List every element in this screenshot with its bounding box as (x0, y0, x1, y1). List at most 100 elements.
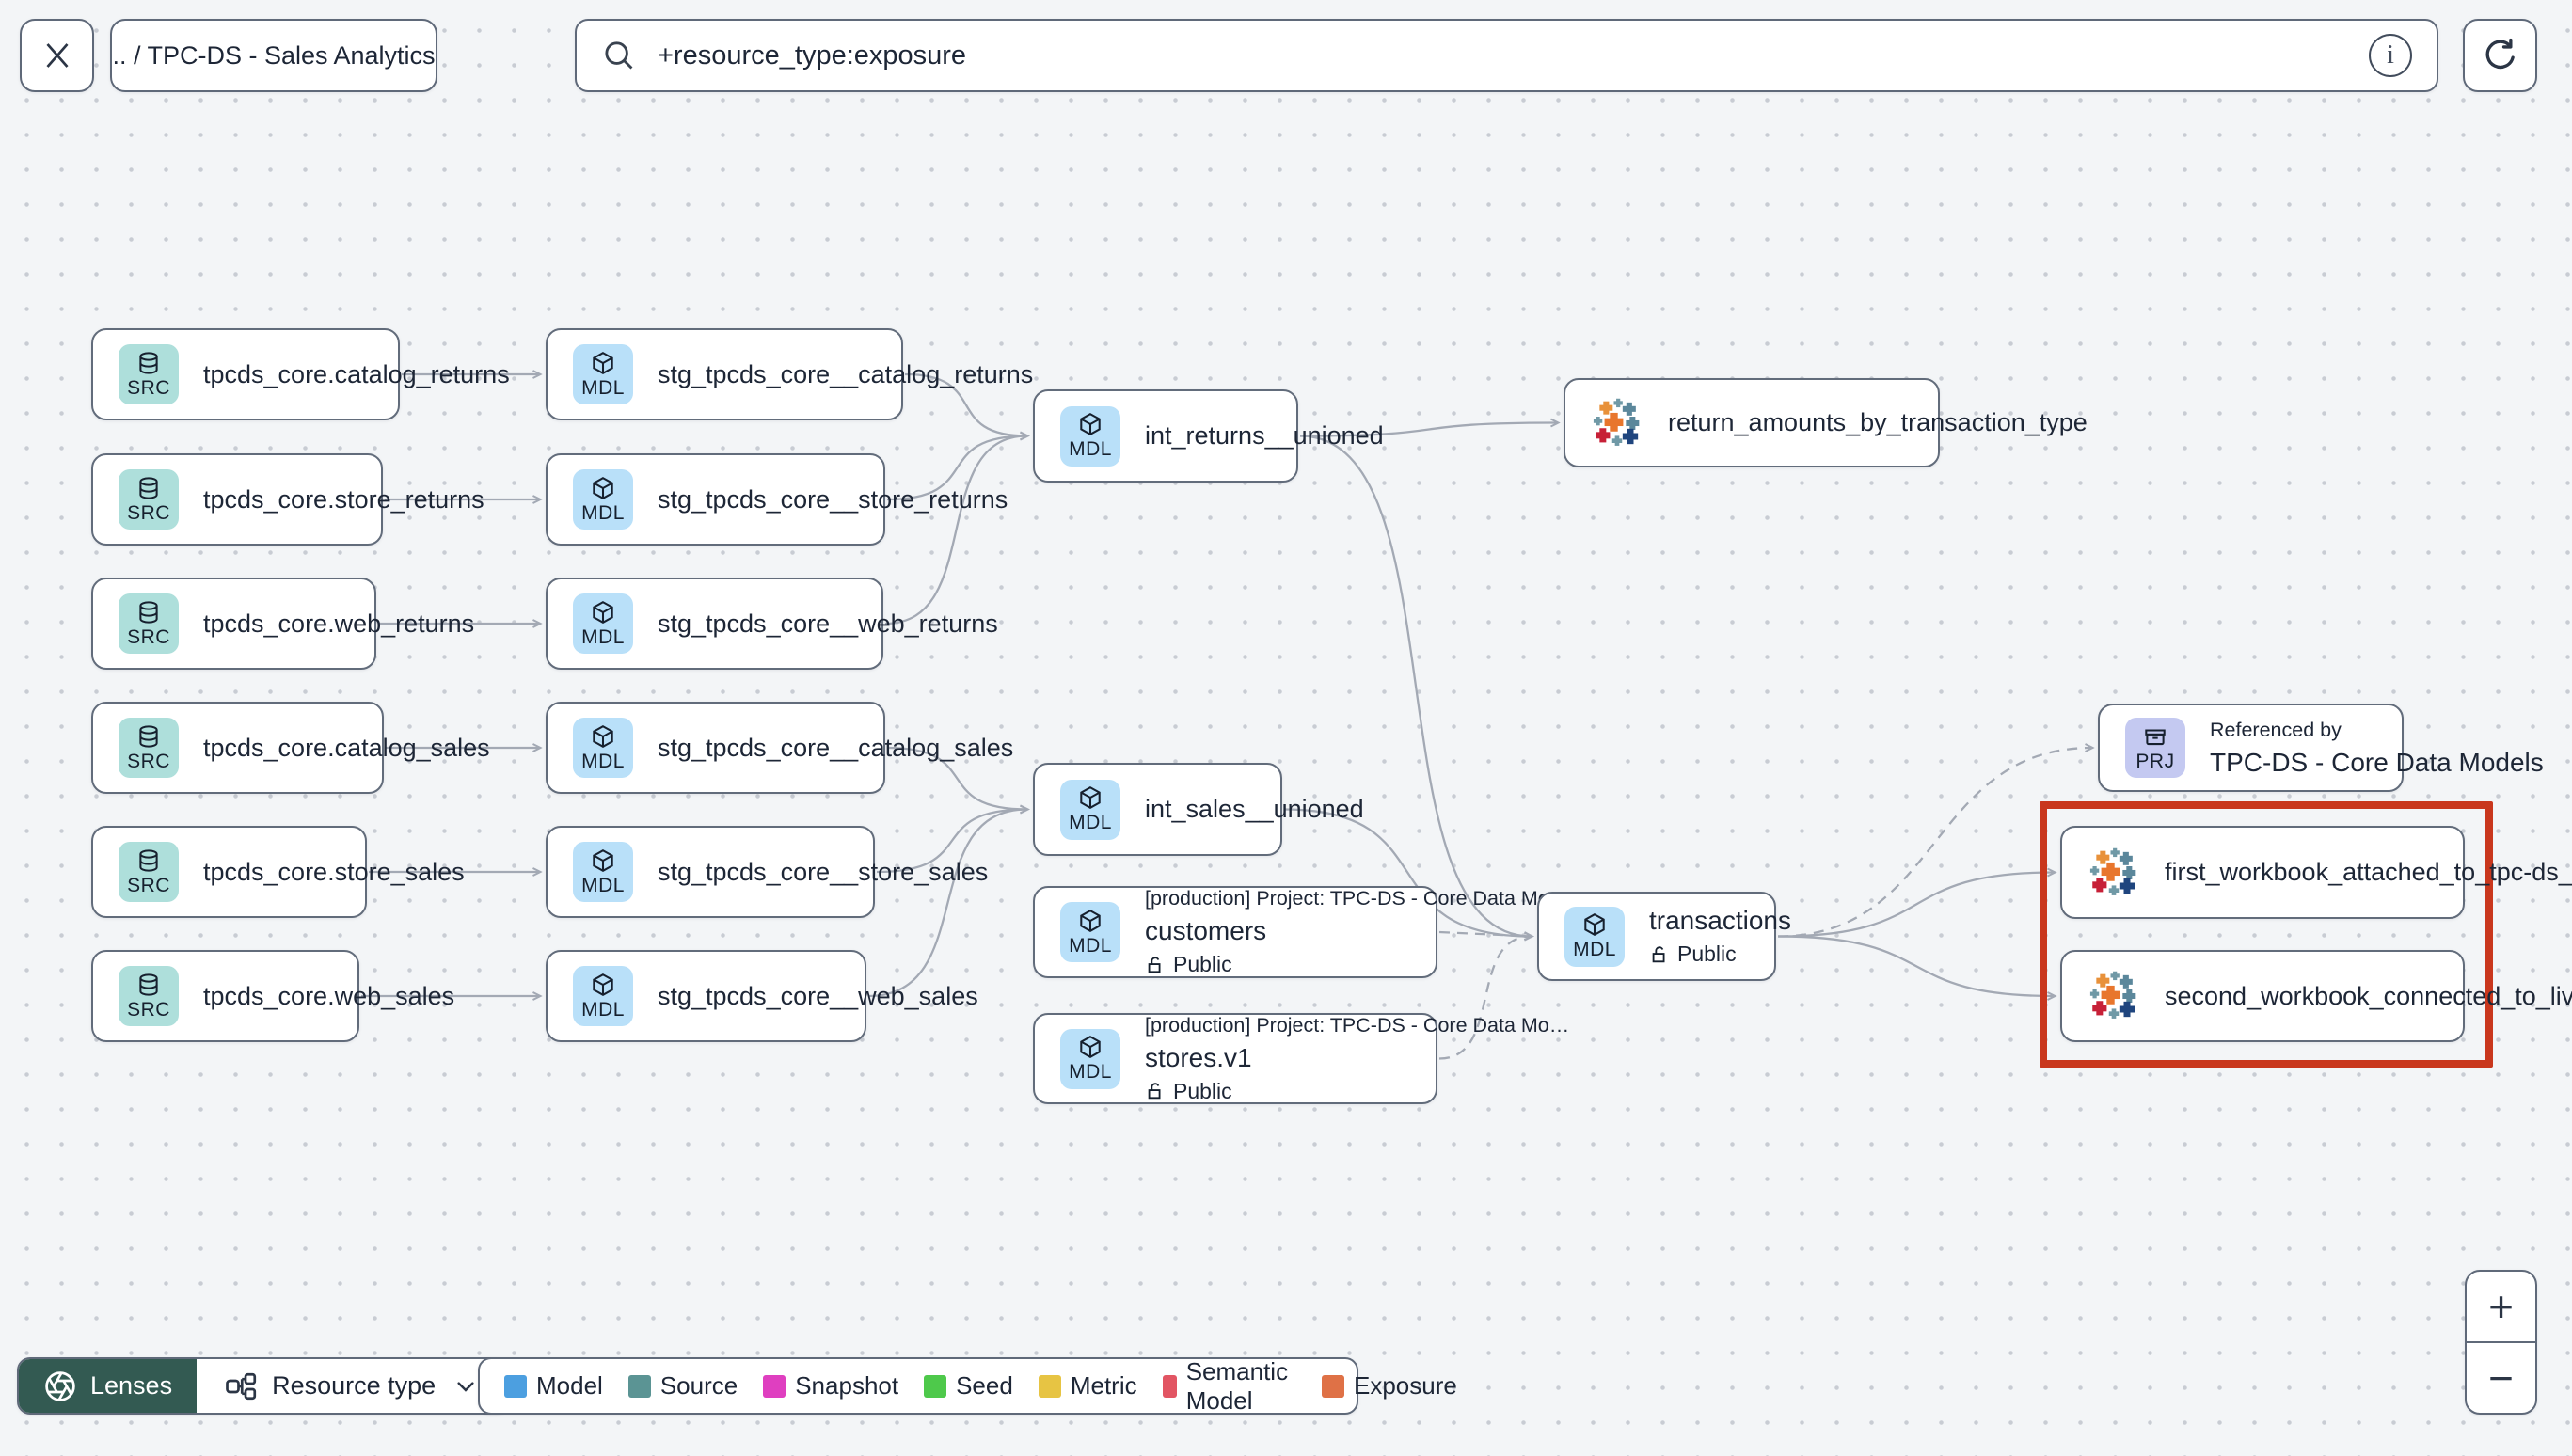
model-badge: MDL (573, 469, 633, 530)
node-stg-web-sales[interactable]: MDL stg_tpcds_core__web_sales (546, 950, 978, 1042)
badge-label: MDL (581, 874, 625, 896)
node-stg-store-sales[interactable]: MDL stg_tpcds_core__store_sales (546, 826, 988, 918)
node-title: tpcds_core.store_sales (203, 857, 465, 886)
legend-swatch (1038, 1374, 1061, 1398)
badge-label: MDL (581, 625, 625, 648)
node-stg-web-returns[interactable]: MDL stg_tpcds_core__web_returns (546, 578, 998, 670)
node-title: TPC-DS - Core Data Models (2210, 747, 2544, 777)
model-cube-icon (593, 724, 613, 748)
resource-type-icon (226, 1372, 257, 1400)
lens-control-group: Lenses Resource type (17, 1357, 510, 1415)
legend-item-semantic-model: Semantic Model (1162, 1356, 1296, 1416)
node-referenced-by-project[interactable]: PRJ Referenced by TPC-DS - Core Data Model… (2098, 704, 2544, 792)
node-return-amounts-by-transaction-type[interactable]: return_amounts_by_transaction_type (1564, 378, 2088, 467)
edge-stores_v1-to-transactions (1438, 931, 1534, 1060)
legend-swatch (627, 1374, 651, 1398)
node-stg-catalog-returns[interactable]: MDL stg_tpcds_core__catalog_returns (546, 328, 1033, 420)
source-badge: SRC (119, 344, 179, 404)
legend-label: Semantic Model (1185, 1356, 1289, 1415)
project-archive-icon (2145, 729, 2166, 745)
node-title: stg_tpcds_core__web_sales (658, 981, 978, 1010)
legend-swatch (763, 1374, 786, 1398)
legend-swatch (924, 1374, 947, 1398)
node-title: tpcds_core.web_sales (203, 981, 455, 1010)
badge-label: MDL (1069, 934, 1112, 957)
zoom-out-button[interactable]: − (2488, 1353, 2514, 1402)
lenses-button[interactable]: Lenses (19, 1359, 198, 1413)
badge-label: SRC (127, 874, 170, 896)
edge-stg_store_sales-to-int_sales_unioned (876, 804, 1030, 874)
breadcrumb[interactable]: .. / TPC-DS - Sales Analytics (110, 19, 437, 92)
node-title: stg_tpcds_core__store_returns (658, 484, 1008, 514)
badge-label: MDL (581, 376, 625, 399)
database-icon (139, 973, 158, 996)
database-icon (139, 848, 158, 872)
source-badge: SRC (119, 842, 179, 902)
model-badge: MDL (1060, 405, 1120, 467)
model-cube-icon (1584, 913, 1605, 936)
node-customers[interactable]: MDL[production] Project: TPC-DS - Core D… (1033, 886, 1569, 978)
legend-swatch (504, 1374, 527, 1398)
node-src-store-sales[interactable]: SRC tpcds_core.store_sales (91, 826, 465, 918)
badge-label: MDL (581, 501, 625, 524)
refresh-icon (2485, 38, 2515, 70)
resource-type-dropdown[interactable]: Resource type (197, 1359, 508, 1413)
badge-label: SRC (127, 998, 170, 1021)
node-title: stg_tpcds_core__web_returns (658, 609, 998, 638)
lock-open-icon (1148, 1083, 1161, 1100)
node-title: stg_tpcds_core__store_sales (658, 857, 989, 886)
node-src-web-sales[interactable]: SRC tpcds_core.web_sales (91, 950, 454, 1042)
legend-item-metric: Metric (1038, 1371, 1137, 1401)
tableau-icon (1593, 398, 1640, 446)
database-icon (139, 476, 158, 499)
node-title: second_workbook_connected_to_live… (2165, 981, 2572, 1010)
model-cube-icon (1080, 909, 1101, 932)
model-badge: MDL (573, 842, 633, 902)
model-badge: MDL (1060, 1028, 1120, 1089)
node-second-workbook[interactable]: second_workbook_connected_to_live… (2060, 950, 2572, 1042)
model-cube-icon (1080, 1036, 1101, 1058)
node-title: stg_tpcds_core__catalog_returns (658, 359, 1034, 388)
badge-label: MDL (1573, 939, 1616, 960)
node-title: stores.v1 (1145, 1042, 1252, 1072)
node-stg-store-returns[interactable]: MDL stg_tpcds_core__store_returns (546, 453, 1008, 546)
search-input[interactable] (658, 40, 2369, 71)
selection-highlight-rect (2040, 801, 2493, 1068)
model-badge: MDL (573, 966, 633, 1026)
model-cube-icon (593, 973, 613, 996)
lenses-label: Lenses (90, 1371, 173, 1400)
search-bar[interactable]: i (575, 19, 2438, 92)
access-row: Public (1145, 1079, 1569, 1104)
badge-label: MDL (1069, 1061, 1112, 1083)
legend-item-model: Model (504, 1371, 603, 1401)
node-stores-v1[interactable]: MDL [production] Project: TPC-DS - Core D… (1033, 1013, 1569, 1104)
node-subtitle: Referenced by (2210, 718, 2342, 741)
model-cube-icon (1080, 413, 1101, 435)
edge-int_sales_unioned-to-transactions (1283, 808, 1534, 942)
model-badge: MDL (1060, 902, 1120, 962)
info-icon[interactable]: i (2369, 34, 2412, 77)
node-text: [production] Project: TPC-DS - Core Data… (1145, 1014, 1569, 1104)
database-icon (139, 600, 158, 624)
refresh-button[interactable] (2463, 19, 2537, 92)
tableau-icon (2089, 971, 2136, 1019)
badge-label: SRC (127, 625, 170, 648)
node-title: first_workbook_attached_to_tpc-ds_-_… (2165, 858, 2572, 886)
zoom-in-button[interactable]: + (2467, 1272, 2535, 1343)
close-button[interactable] (20, 19, 94, 92)
node-first-workbook[interactable]: first_workbook_attached_to_tpc-ds_-_… (2060, 826, 2572, 919)
badge-label: PRJ (2135, 750, 2175, 772)
access-label: Public (1173, 952, 1232, 976)
model-badge: MDL (1564, 906, 1625, 967)
database-icon (139, 724, 158, 748)
